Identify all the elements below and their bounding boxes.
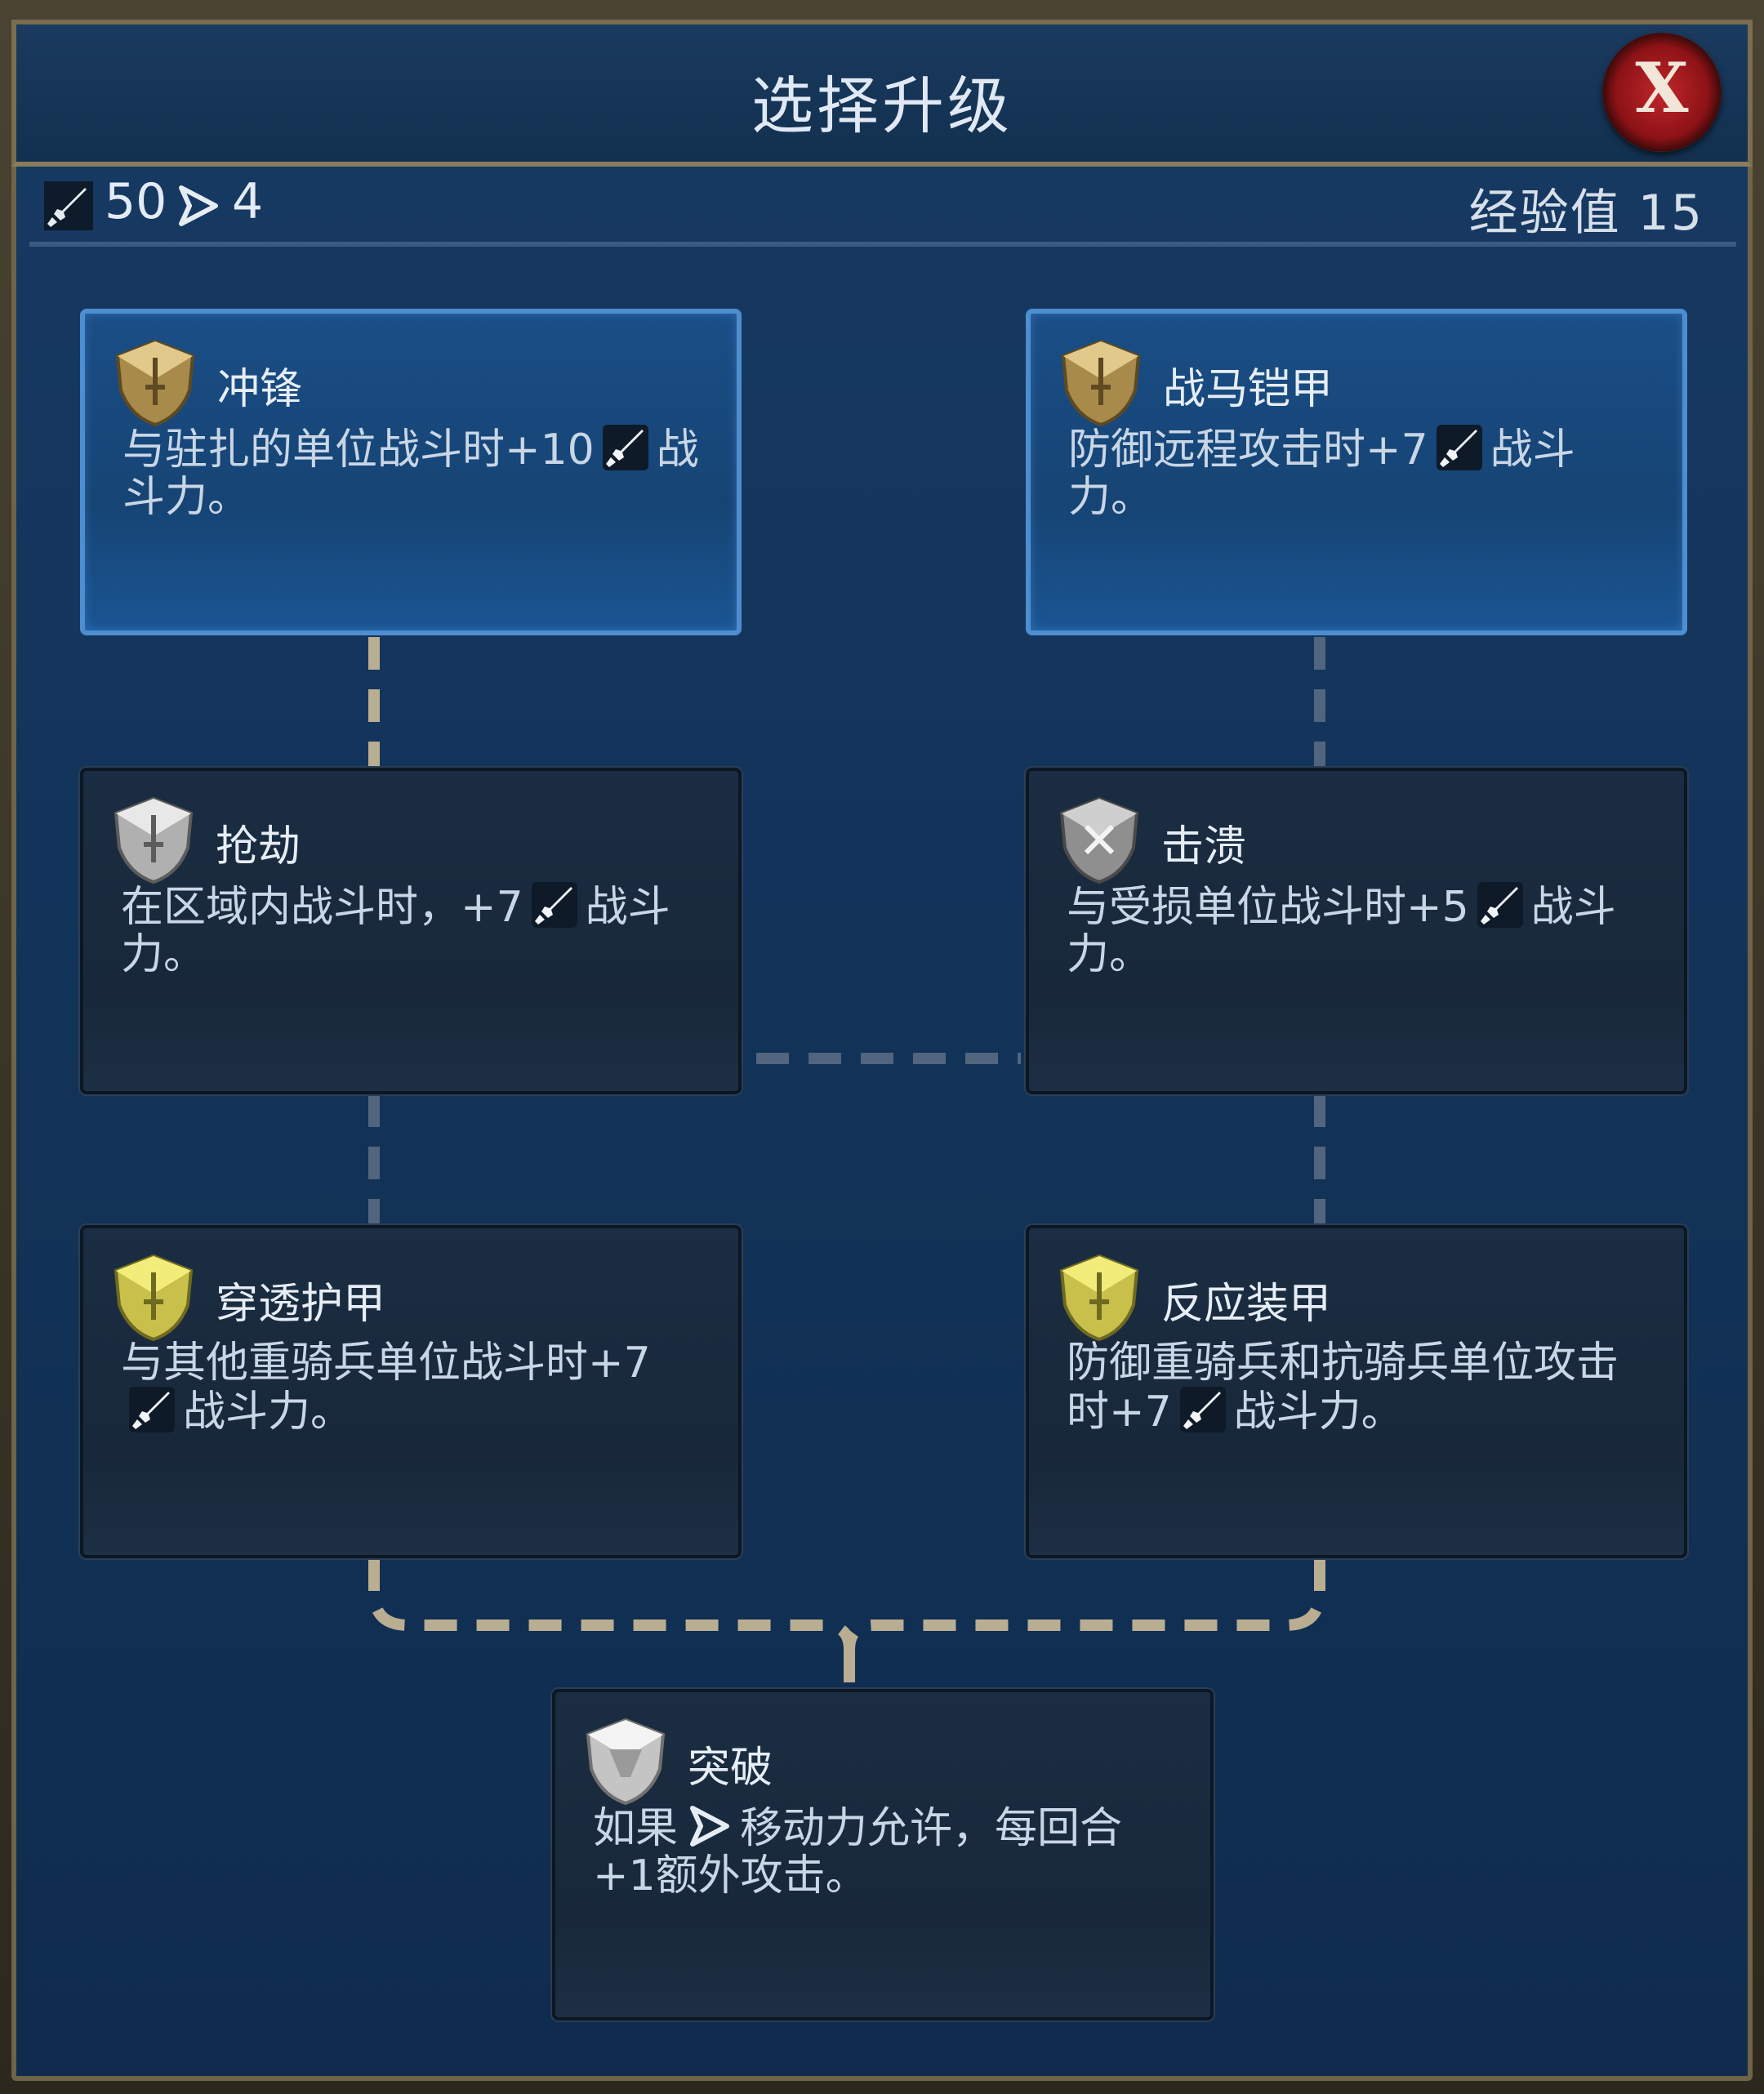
combat-strength-icon [1477, 882, 1523, 928]
experience-value: 经验值 15 [1468, 185, 1704, 242]
combat-strength-value: 50 [105, 173, 167, 230]
combat-strength-icon [1436, 425, 1482, 470]
description-part-b: 战斗力。 [122, 425, 699, 522]
connector-pierce-breakthrough [368, 1558, 855, 1651]
close-icon: X [1635, 47, 1689, 128]
description-part-a: 与其他重骑兵单位战斗时+7 [121, 1339, 651, 1388]
promotion-title: 冲锋 [217, 365, 303, 414]
gold-shield-icon [1060, 338, 1142, 428]
connector-reactive-breakthrough [844, 1558, 1325, 1651]
description-part-b: 战斗力。 [1067, 883, 1616, 979]
promotion-card-pierce-armor: 穿透护甲与其他重骑兵单位战斗时+7战斗力。 [80, 1225, 742, 1558]
gold-shield-icon [114, 338, 196, 428]
close-button[interactable]: X [1602, 33, 1722, 152]
promotion-title: 战马铠甲 [1163, 365, 1334, 414]
promotion-title: 突破 [688, 1744, 773, 1793]
combat-strength-icon [1179, 1387, 1226, 1432]
movement-icon [179, 185, 218, 226]
combat-strength-icon [602, 425, 648, 470]
promotion-title: 抢劫 [216, 822, 301, 871]
promotion-description: 如果移动力允许，每回合+1额外攻击。 [593, 1803, 1181, 1900]
dialog-title: 选择升级 [751, 69, 1013, 142]
combat-strength-icon [531, 882, 577, 928]
promotion-card-breakthrough: 突破如果移动力允许，每回合+1额外攻击。 [552, 1689, 1214, 2020]
combat-strength-icon [44, 181, 93, 230]
yellow-shield-icon [113, 1253, 194, 1343]
description-part-b: 战斗力。 [121, 883, 670, 979]
crossed-swords-shield-icon [1058, 795, 1140, 885]
promotion-description: 与其他重骑兵单位战斗时+7战斗力。 [121, 1339, 709, 1436]
description-part-a: 在区域内战斗时，+7 [121, 883, 523, 932]
movement-icon [686, 1803, 732, 1849]
white-shield-icon [585, 1717, 666, 1807]
promotion-title: 反应装甲 [1161, 1280, 1332, 1329]
title-bar [11, 20, 1753, 167]
promotion-title: 穿透护甲 [216, 1280, 386, 1329]
promotion-title: 击溃 [1161, 822, 1247, 871]
description-part-a: 防御重骑兵和抗骑兵单位攻击时+7 [1067, 1339, 1619, 1437]
movement-value: 4 [232, 173, 264, 230]
silver-shield-icon [113, 795, 194, 885]
combat-strength-icon [129, 1387, 175, 1432]
description-part-b: 战斗力。 [1233, 1388, 1404, 1437]
description-part-a: 与驻扎的单位战斗时+10 [122, 425, 595, 474]
description-part-a: 防御远程攻击时+7 [1068, 425, 1428, 474]
description-part-a: 与受损单位战斗时+5 [1067, 883, 1469, 932]
unit-stats-bar: 50 4 经验值 15 [29, 163, 1736, 247]
yellow-shield-icon [1058, 1253, 1140, 1343]
description-part-b: 移动力允许，每回合+1额外攻击。 [593, 1804, 1123, 1900]
description-part-a: 如果 [593, 1804, 679, 1853]
description-part-b: 战斗力。 [1068, 425, 1575, 522]
description-part-b: 战斗力。 [183, 1388, 354, 1437]
